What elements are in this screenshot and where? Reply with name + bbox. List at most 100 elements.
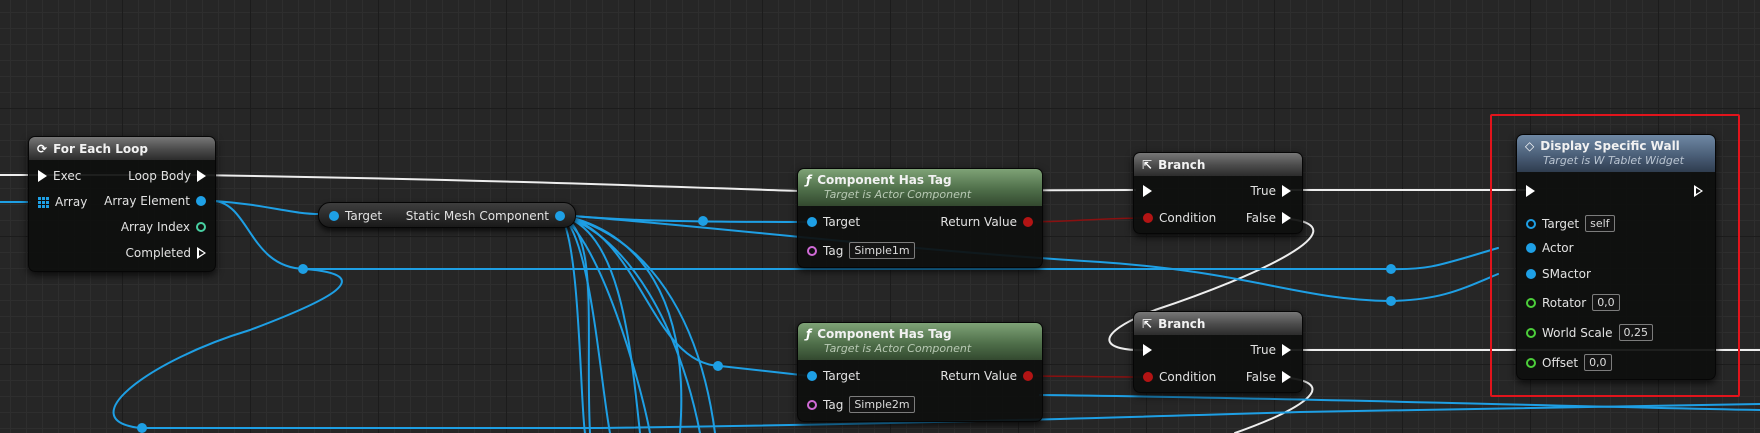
object-wire-element-to-cast: [214, 200, 321, 215]
node-title: Component Has Tag: [817, 173, 952, 187]
return-value-pin[interactable]: [1023, 371, 1033, 381]
reroute-knot: [1386, 264, 1396, 274]
array-index-pin[interactable]: [196, 222, 206, 232]
branch-icon: ⇱: [1142, 157, 1153, 172]
condition-pin[interactable]: [1143, 213, 1153, 223]
reroute-knot: [137, 423, 147, 433]
node-title: For Each Loop: [53, 141, 148, 156]
exec-output-pin[interactable]: [1694, 185, 1703, 197]
target-pin[interactable]: [807, 217, 817, 227]
object-wire-fan-7: [559, 214, 716, 433]
reroute-knot: [298, 264, 308, 274]
actor-pin[interactable]: [1526, 243, 1536, 253]
true-pin[interactable]: [1282, 185, 1291, 197]
target-pin[interactable]: [1526, 218, 1536, 229]
node-subtitle: Target is Actor Component: [824, 342, 972, 355]
offset-label: Offset: [1542, 355, 1579, 370]
offset-value-field[interactable]: 0,0: [1584, 354, 1612, 371]
static-mesh-component-node[interactable]: Target Static Mesh Component: [318, 202, 576, 228]
static-mesh-component-label: Static Mesh Component: [405, 209, 549, 223]
tag-pin[interactable]: [807, 245, 817, 256]
false-label: False: [1245, 370, 1276, 384]
false-pin[interactable]: [1282, 212, 1291, 224]
object-wire-cast-to-target2: [559, 214, 811, 377]
exec-label: Exec: [53, 169, 82, 183]
world-scale-pin[interactable]: [1526, 327, 1536, 338]
branch-node-1[interactable]: ⇱ Branch Condition True False: [1133, 152, 1303, 234]
array-index-label: Array Index: [120, 220, 190, 234]
target-input-pin[interactable]: [329, 211, 339, 221]
exec-input-pin[interactable]: [1143, 185, 1152, 197]
smactor-label: SMactor: [1542, 267, 1591, 281]
exec-input-pin[interactable]: [1526, 185, 1535, 197]
return-value-label: Return Value: [940, 369, 1017, 383]
true-label: True: [1250, 184, 1277, 198]
object-wire-lower-right: [1039, 394, 1760, 411]
loop-icon: ⟳: [37, 141, 48, 156]
display-specific-wall-node[interactable]: ◇ Display Specific Wall Target is W Tabl…: [1516, 134, 1716, 380]
object-wire-fan-8: [559, 214, 586, 433]
component-has-tag-header[interactable]: ƒ Component Has Tag Target is Actor Comp…: [798, 169, 1042, 206]
component-has-tag-header[interactable]: ƒ Component Has Tag Target is Actor Comp…: [798, 323, 1042, 360]
rotator-value-field[interactable]: 0,0: [1592, 294, 1620, 311]
object-wire-fan-3: [559, 214, 701, 433]
rotator-label: Rotator: [1542, 295, 1587, 310]
node-subtitle: Target is W Tablet Widget: [1543, 154, 1684, 167]
object-wire-lower-long: [599, 403, 1760, 429]
node-title: Component Has Tag: [817, 327, 952, 341]
tag-pin[interactable]: [807, 399, 817, 410]
rotator-pin[interactable]: [1526, 297, 1536, 308]
condition-label: Condition: [1159, 211, 1217, 225]
tag-label: Tag: [823, 243, 844, 258]
completed-label: Completed: [125, 246, 191, 260]
target-value-field[interactable]: self: [1585, 215, 1615, 232]
array-pin-icon[interactable]: [38, 196, 49, 208]
exec-wire-loop-body-to-branch1: [0, 174, 1136, 193]
event-diamond-icon: ◇: [1525, 139, 1535, 153]
display-specific-wall-header[interactable]: ◇ Display Specific Wall Target is W Tabl…: [1517, 135, 1715, 172]
reroute-knot: [713, 361, 723, 371]
smactor-pin[interactable]: [1526, 269, 1536, 279]
array-label: Array: [55, 195, 88, 209]
condition-pin[interactable]: [1143, 372, 1153, 382]
branch-node-2[interactable]: ⇱ Branch Condition True False: [1133, 311, 1303, 393]
exec-input-pin[interactable]: [1143, 344, 1152, 356]
object-wire-fan-5: [559, 214, 611, 433]
object-wire-fan-4: [559, 214, 651, 433]
exec-input-pin[interactable]: [38, 170, 47, 182]
object-wire-loop-around: [112, 268, 601, 429]
actor-label: Actor: [1542, 241, 1574, 255]
loop-body-label: Loop Body: [128, 169, 191, 183]
false-pin[interactable]: [1282, 371, 1291, 383]
target-label: Target: [823, 215, 861, 229]
function-icon: ƒ: [806, 327, 812, 341]
loop-body-pin[interactable]: [197, 170, 206, 182]
tag-value-field[interactable]: Simple2m: [849, 396, 915, 413]
for-each-loop-node[interactable]: ⟳ For Each Loop Exec Array Loop Body Arr…: [28, 136, 216, 272]
function-icon: ƒ: [806, 173, 812, 187]
component-has-tag-node-1[interactable]: ƒ Component Has Tag Target is Actor Comp…: [797, 168, 1043, 268]
offset-pin[interactable]: [1526, 357, 1536, 368]
true-label: True: [1250, 343, 1277, 357]
component-has-tag-node-2[interactable]: ƒ Component Has Tag Target is Actor Comp…: [797, 322, 1043, 422]
exec-wire-branch1-false-to-branch2: [1108, 218, 1315, 352]
selection-highlight: [1490, 114, 1740, 397]
static-mesh-component-pin[interactable]: [555, 211, 565, 221]
for-each-loop-header[interactable]: ⟳ For Each Loop: [29, 137, 215, 160]
branch-icon: ⇱: [1142, 316, 1153, 331]
target-label: Target: [823, 369, 861, 383]
return-value-pin[interactable]: [1023, 217, 1033, 227]
array-element-pin[interactable]: [196, 196, 206, 206]
condition-label: Condition: [1159, 370, 1217, 384]
target-pin[interactable]: [807, 371, 817, 381]
true-pin[interactable]: [1282, 344, 1291, 356]
world-scale-label: World Scale: [1542, 325, 1613, 340]
branch-header[interactable]: ⇱ Branch: [1134, 153, 1302, 176]
tag-value-field[interactable]: Simple1m: [849, 242, 915, 259]
return-value-label: Return Value: [940, 215, 1017, 229]
world-scale-value-field[interactable]: 0,25: [1618, 324, 1653, 341]
completed-pin[interactable]: [197, 247, 206, 259]
branch-header[interactable]: ⇱ Branch: [1134, 312, 1302, 335]
object-wire-cast-to-smactor: [559, 214, 1499, 303]
